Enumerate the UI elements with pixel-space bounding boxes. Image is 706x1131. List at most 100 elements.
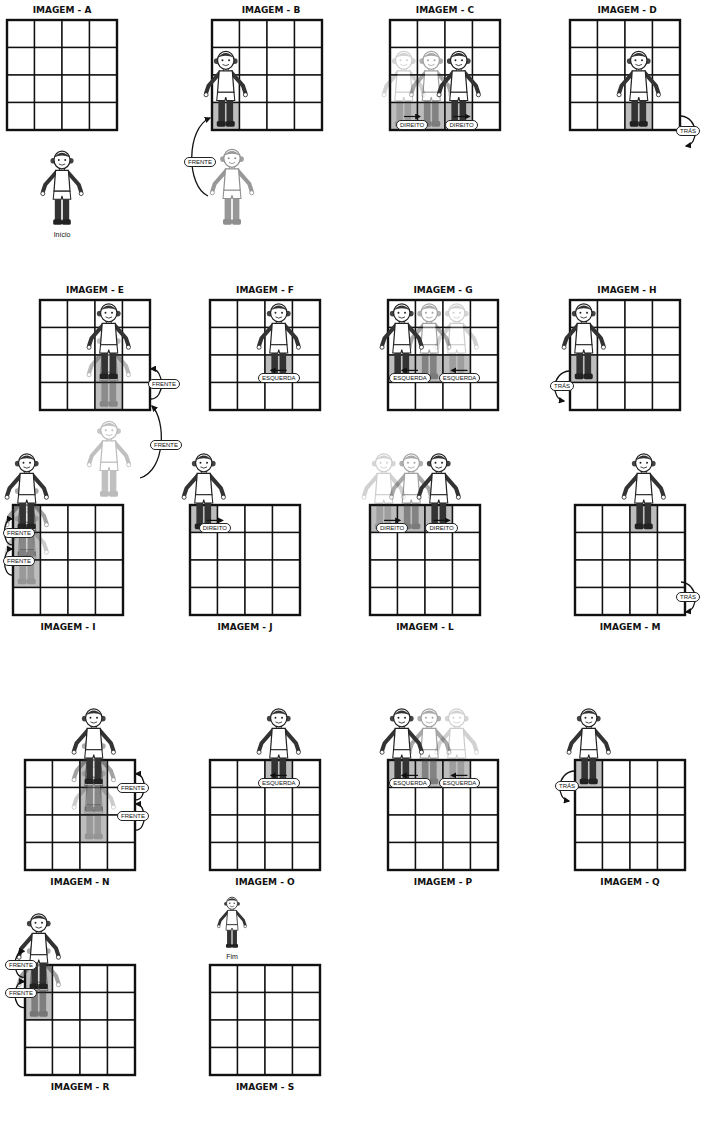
grid-cell [471,300,499,328]
grid-cell [625,383,653,411]
grid-cell [7,75,35,103]
grid-cell [245,505,273,533]
grid-panel [210,965,320,1075]
grid-cell [603,588,631,616]
grid-cell [267,20,295,48]
grid-cell [218,533,246,561]
grid-cell [398,533,426,561]
grid-cell [570,383,598,411]
grid-cell [7,48,35,76]
grid-cell [658,505,686,533]
grid-cell [575,815,603,843]
grid-cell [570,103,598,131]
grid-cell [575,788,603,816]
grid-cell [598,383,626,411]
grid-cell [273,560,301,588]
instruction-text: TRÁS [559,783,575,789]
grid-cell [473,20,501,48]
grid-panel [570,20,680,130]
child-figure [562,304,605,379]
grid-cell [62,75,90,103]
grid-cell [653,328,681,356]
child-figure [87,304,130,379]
instruction-text: FRENTE [7,558,31,564]
grid-cell [295,20,323,48]
figure-caption: Fim [225,952,239,961]
grid-cell [123,300,151,328]
grid-cell [388,843,416,871]
grid-cell [603,560,631,588]
instruction-tag: FRENTE [117,811,149,821]
grid-cell [265,1048,293,1076]
grid-cell [68,560,96,588]
child-figure [622,454,665,529]
grid-cell [598,103,626,131]
panel-title: IMAGEM - N [50,877,109,888]
direction-arrow [434,520,450,521]
grid-border [40,300,150,410]
panel-title: IMAGEM - M [600,622,661,633]
direction-arrow [402,370,418,371]
grid-panel [210,300,320,410]
grid-cell [418,20,446,48]
direction-arrow [207,520,223,521]
instruction-tag: FRENTE [3,556,35,566]
child-figure [437,51,480,126]
grid-cell [575,533,603,561]
grid-cell [53,993,81,1021]
child-figure [210,149,253,224]
figure-caption: Início [53,230,72,239]
grid-cell [7,103,35,131]
grid-cell [210,788,238,816]
direction-arrow [271,775,287,776]
instruction-tag: ESQUERDA [389,373,431,383]
direction-arrow [402,775,418,776]
grid-cell [653,103,681,131]
grid-cell [62,103,90,131]
child-figure [567,709,610,784]
grid-cell [68,533,96,561]
grid-border [210,760,320,870]
grid-panel [40,300,150,410]
grid-cell [96,505,124,533]
panel-title: IMAGEM - Q [600,877,659,888]
grid-cell [370,560,398,588]
child-figure [390,454,433,529]
instruction-text: DIREITO [449,122,473,128]
panel-title: IMAGEM - I [40,622,95,633]
grid-cell [265,843,293,871]
grid-cell [443,383,471,411]
grid-cell [295,48,323,76]
instruction-tag: ESQUERDA [439,778,481,788]
direction-arrow [454,116,470,117]
grid-cell [265,788,293,816]
panel-title: IMAGEM - D [597,5,656,16]
instruction-text: DIREITO [429,525,453,531]
direction-arrow [452,775,468,776]
grid-cell [238,383,266,411]
child-figure [380,709,423,784]
grid-cell [267,48,295,76]
grid-cell [658,788,686,816]
instruction-tag: TRÁS [550,381,574,391]
grid-cell [658,760,686,788]
grid-border [570,20,680,130]
grid-cell [210,328,238,356]
instruction-tag: TRÁS [555,781,579,791]
grid-cell [40,355,68,383]
grid-cell [388,788,416,816]
grid-cell [90,48,118,76]
grid-cell [653,383,681,411]
instruction-tag: ESQUERDA [258,373,300,383]
child-figure [257,709,300,784]
grid-cell [238,1020,266,1048]
grid-cell [267,75,295,103]
child-figure [408,709,451,784]
grid-cell [265,1020,293,1048]
grid-cell [190,533,218,561]
grid-cell [398,560,426,588]
instruction-tag: FRENTE [184,157,216,167]
grid-cell [575,505,603,533]
grid-cell [471,815,499,843]
instruction-text: ESQUERDA [443,375,477,381]
